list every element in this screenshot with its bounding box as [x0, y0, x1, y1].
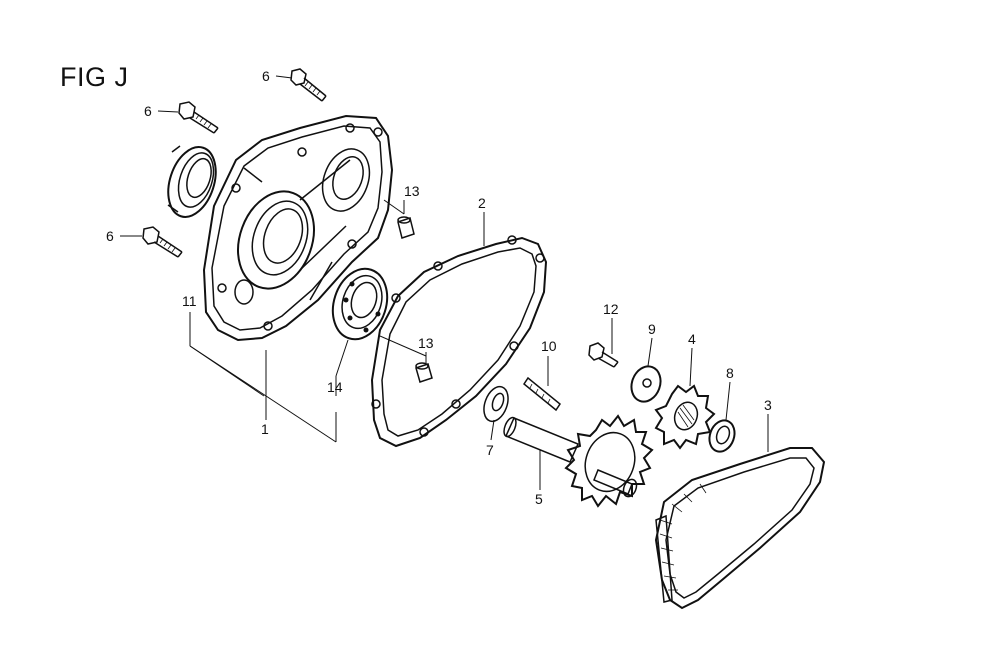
bearing-14	[331, 267, 389, 341]
chain-3	[654, 447, 826, 610]
callout-14: 14	[327, 379, 343, 395]
callout-3: 3	[764, 397, 772, 413]
callout-4: 4	[688, 331, 696, 347]
callout-labels: 1 2 3 4 5 6 6 6 7 8 9 10 11 12 13 13 14	[106, 68, 772, 507]
callout-13-lower: 13	[418, 335, 434, 351]
dowel-pin-13-upper	[397, 216, 415, 239]
callout-2: 2	[478, 195, 486, 211]
shaft-sprocket-5	[503, 414, 654, 508]
callout-7: 7	[486, 442, 494, 458]
callout-8: 8	[726, 365, 734, 381]
oil-seal-11	[167, 145, 217, 218]
washer-8	[708, 419, 736, 453]
callout-11: 11	[182, 293, 197, 309]
callout-12: 12	[603, 301, 619, 317]
gear-case-cover-1	[202, 114, 394, 342]
figure-title: FIG J	[60, 62, 129, 92]
callout-1: 1	[261, 421, 269, 437]
bolt-6-top	[275, 68, 327, 102]
callout-5: 5	[535, 491, 543, 507]
dowel-pin-13-lower	[415, 362, 433, 383]
callout-6-upper-left: 6	[144, 103, 152, 119]
washer-9	[630, 365, 662, 403]
callout-6-lower-left: 6	[106, 228, 114, 244]
key-10	[522, 376, 562, 412]
washer-7	[483, 385, 509, 423]
bolt-12	[588, 342, 619, 368]
callout-10: 10	[541, 338, 557, 354]
callout-9: 9	[648, 321, 656, 337]
gasket-2	[370, 235, 548, 448]
callout-6-top: 6	[262, 68, 270, 84]
bolt-6-upper-left	[157, 101, 219, 134]
callout-13-upper: 13	[404, 183, 420, 199]
leader-lines	[189, 199, 769, 490]
bolt-6-lower-left	[120, 226, 183, 258]
sprocket-4	[654, 384, 716, 450]
